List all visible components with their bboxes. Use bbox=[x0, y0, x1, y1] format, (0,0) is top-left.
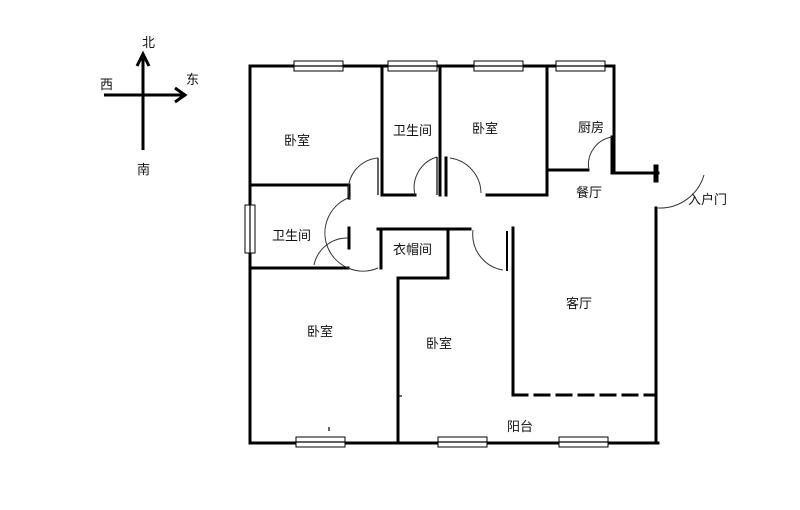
compass-east: 东 bbox=[186, 73, 199, 88]
entrance-door-swing bbox=[657, 174, 705, 209]
compass-north: 北 bbox=[142, 36, 155, 51]
label-bathroom-north: 卫生间 bbox=[393, 124, 432, 139]
north-arrow-icon bbox=[135, 50, 151, 67]
label-kitchen: 厨房 bbox=[578, 120, 604, 136]
label-bedroom-north: 卧室 bbox=[472, 121, 498, 137]
interior-walls bbox=[248, 64, 658, 445]
label-bedroom-nw: 卧室 bbox=[284, 133, 310, 149]
windows bbox=[244, 60, 609, 448]
compass-south: 南 bbox=[137, 162, 150, 178]
door-swing bbox=[449, 157, 482, 194]
label-bathroom-west: 卫生间 bbox=[272, 229, 311, 244]
east-arrow-icon bbox=[174, 86, 188, 104]
compass-west: 西 bbox=[100, 78, 113, 93]
label-entrance: 入户门 bbox=[688, 192, 727, 208]
door-swing bbox=[588, 136, 613, 171]
label-bedroom-south: 卧室 bbox=[426, 336, 452, 352]
label-dining: 餐厅 bbox=[576, 185, 602, 201]
label-cloakroom: 衣帽间 bbox=[393, 242, 432, 258]
doors bbox=[313, 136, 705, 272]
door-swing bbox=[472, 229, 504, 271]
label-living-room: 客厅 bbox=[566, 296, 592, 312]
label-bedroom-sw: 卧室 bbox=[307, 324, 333, 340]
label-balcony: 阳台 bbox=[507, 420, 533, 435]
door-swing bbox=[324, 197, 379, 272]
door-swing bbox=[313, 237, 349, 266]
door-swing bbox=[347, 157, 379, 201]
room-labels: 卧室 卫生间 卧室 厨房 餐厅 入户门 卫生间 衣帽间 客厅 卧室 卧室 阳台 bbox=[272, 120, 727, 435]
compass: 北 西 东 南 bbox=[100, 36, 199, 178]
door-swing bbox=[413, 156, 438, 196]
